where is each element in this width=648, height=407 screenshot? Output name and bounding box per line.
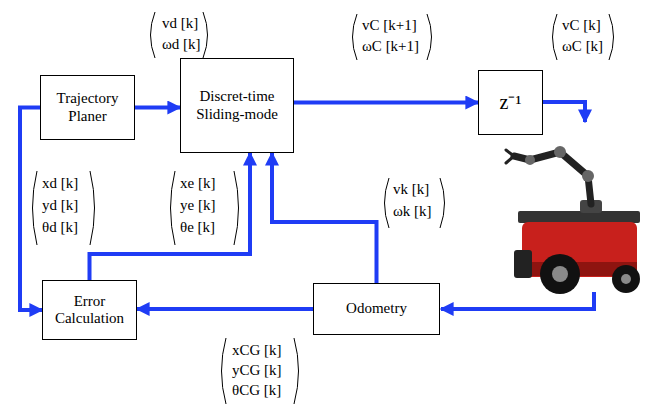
delay-box: z⁻¹ [478,70,543,135]
box-text: Trajectory Planer [45,90,130,125]
signal-arrow [20,108,42,311]
robot-illustration-part [540,254,580,294]
controller-box: Discret-time Sliding-mode [180,58,294,153]
signal-name: xe [k] [180,175,215,192]
box-text: z⁻¹ [500,91,522,114]
sensor-wire [441,292,594,309]
robot-illustration-part [612,265,640,293]
signal-name: ωC [k] [562,38,603,55]
vector-brackets-part [427,14,432,60]
vector-brackets-part [203,12,208,58]
vector-brackets-part [171,171,176,245]
box-text: Odometry [346,300,407,317]
box-text: Error Calculation [47,293,132,328]
signal-name: ye [k] [180,197,215,214]
signal-name: yCG [k] [232,362,282,379]
signal-name: xCG [k] [232,342,282,359]
vector-brackets-part [151,12,156,58]
signal-name: xd [k] [42,175,78,192]
vector-brackets-part [222,338,227,404]
robot-illustration-part [582,170,594,182]
signal-name: vC [k+1] [362,17,417,34]
signal-name: ωk [k] [393,203,432,220]
vector-brackets-part [234,171,239,245]
box-text: Discret-time Sliding-mode [185,88,289,123]
robot-illustration-part [514,250,532,278]
signal-name: θd [k] [42,219,78,236]
signal-name: yd [k] [42,197,78,214]
process-box: Trajectory Planer [40,75,135,140]
robot-illustration-part [621,274,631,284]
signal-name: vC [k] [562,17,601,34]
signal-name: ωd [k] [162,36,201,53]
vector-brackets-part [440,178,445,228]
command-wire [543,102,585,122]
vector-brackets-part [385,178,390,228]
process-box: Odometry [313,283,440,335]
signal-name: vd [k] [162,15,198,32]
vector-brackets-part [553,14,558,60]
vector-brackets-part [294,338,299,404]
robot-illustration-part [514,152,591,204]
signal-arrow [135,106,180,110]
signal-name: vk [k] [393,181,429,198]
signal-arrow [272,153,377,283]
signal-arrow [137,307,313,311]
robot-illustration-part [506,150,514,163]
robot-illustration-part [518,211,640,223]
signal-arrow [294,101,478,105]
robot-illustration-part [525,155,535,165]
signal-name: ωC [k+1] [362,38,419,55]
vector-brackets-part [353,14,358,60]
signal-arrow [90,153,251,280]
process-box: Error Calculation [42,280,137,340]
signal-name: θCG [k] [232,382,281,399]
vector-brackets [33,12,614,404]
vector-brackets-part [33,171,38,245]
vector-brackets-part [609,14,614,60]
robot-illustration-part [552,266,568,282]
robot-illustration [506,146,640,294]
signal-name: θe [k] [180,219,215,236]
vector-brackets-part [90,171,95,245]
robot-illustration-part [554,146,566,158]
